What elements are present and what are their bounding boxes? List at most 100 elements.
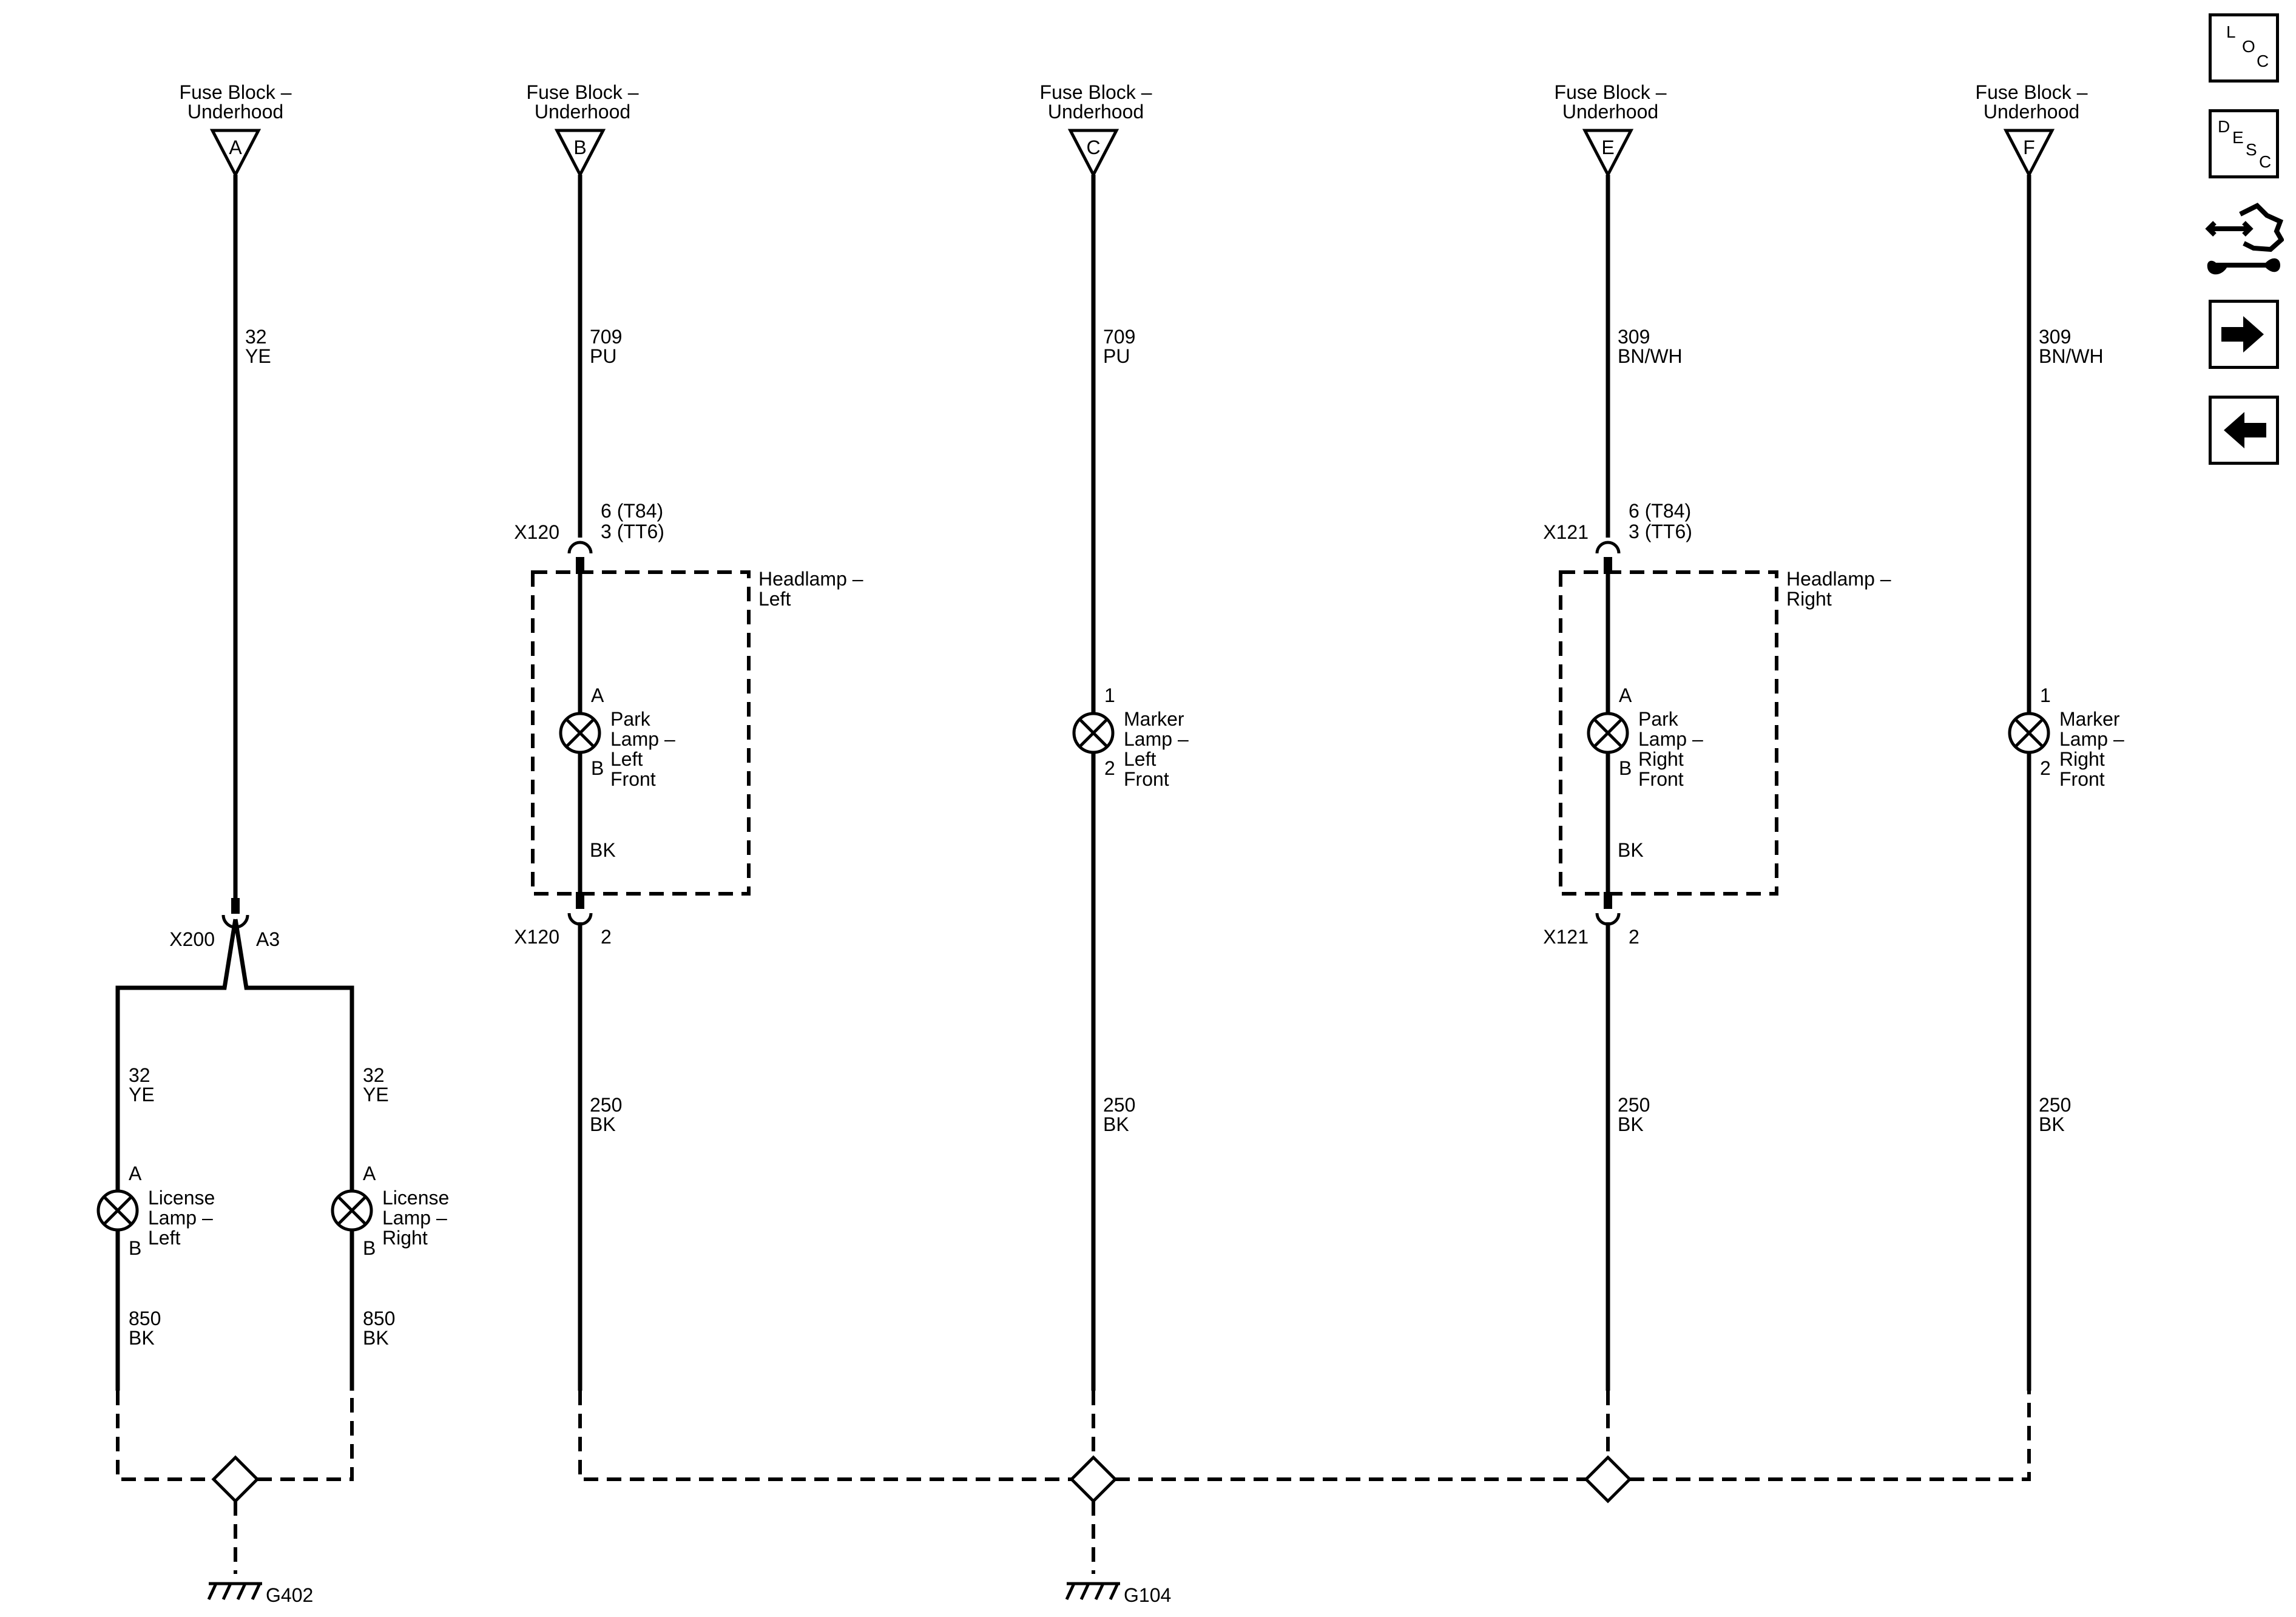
lamp-label-line2: Lamp – <box>148 1207 213 1229</box>
wire-b-inner-color: BK <box>590 839 616 861</box>
lamp-label-line2: Lamp – <box>1638 728 1703 750</box>
x120-top-label: X120 <box>514 521 559 543</box>
x200-pin-stub <box>231 898 240 914</box>
fuse-label-a-line2: Underhood <box>187 101 283 123</box>
ground-splice-e <box>1584 1455 1632 1504</box>
lamp-pin-top: 1 <box>2040 684 2051 706</box>
wire-a-top-circuit: 32 <box>245 326 267 348</box>
desc-letter-e: E <box>2232 128 2244 147</box>
lamp-pin-top: A <box>363 1163 376 1184</box>
lamp-label-line3: Right <box>2059 748 2105 770</box>
fuse-label-b-line2: Underhood <box>535 101 630 123</box>
fuse-terminal-a <box>209 129 262 178</box>
next-page-button[interactable] <box>2209 300 2279 369</box>
headlamp-right-module <box>1559 570 1778 896</box>
headlamp-right-label-line1: Headlamp – <box>1786 568 1891 590</box>
fuse-label-e-line1: Fuse Block – <box>1555 81 1667 103</box>
lamp-filament <box>2014 718 2044 748</box>
fuse-source-f: Fuse Block – Underhood F <box>1976 81 2088 178</box>
fuse-pin-e: E <box>1601 137 1614 158</box>
fuse-pin-a: A <box>229 137 242 158</box>
x200-label: X200 <box>169 928 215 950</box>
headlamp-left-module <box>531 570 751 896</box>
lamp-label-line1: Park <box>1638 708 1679 730</box>
fuse-label-f-line2: Underhood <box>1984 101 2079 123</box>
connector-wrench-button[interactable] <box>2203 197 2285 282</box>
x120-bot-pin-stub <box>576 892 584 909</box>
fuse-pin-c: C <box>1086 137 1100 158</box>
lamp-label-line3: Left <box>610 748 643 770</box>
lamp-label-line3: Left <box>1124 748 1156 770</box>
right-arrow-icon <box>2221 316 2264 353</box>
loc-letter-l: L <box>2226 22 2236 41</box>
lamp-label-line1: License <box>148 1187 215 1209</box>
wire-c-top-color: PU <box>1103 345 1130 367</box>
fuse-terminal-f <box>2003 129 2055 178</box>
headlamp-left-label-line1: Headlamp – <box>758 568 863 590</box>
left-arrow-icon <box>2224 412 2266 448</box>
x121-bot-pin-stub <box>1604 892 1612 909</box>
lamp-filament <box>566 718 595 748</box>
wire-c-bot-color: BK <box>1103 1113 1129 1135</box>
x121-top-connector <box>1595 541 1621 554</box>
lamp-pin-top: 1 <box>1104 684 1115 706</box>
wire-b-top-circuit: 709 <box>590 326 622 348</box>
wire-lic-right-bot-circuit: 850 <box>363 1308 395 1329</box>
x120-top-pin-stub <box>576 557 584 574</box>
circuit-b: 709 PU X120 6 (T84) 3 (TT6) Headlamp – L… <box>514 175 863 1391</box>
lamp-label-line1: Park <box>610 708 651 730</box>
desc-button[interactable]: D E S C <box>2209 109 2279 178</box>
x121-top-pin1: 6 (T84) <box>1629 500 1691 522</box>
circuit-f: 309 BN/WH 1 2 Marker Lamp – Right Front … <box>2008 175 2124 1391</box>
wire-lic-right-top-color: YE <box>363 1084 389 1106</box>
x120-top-pin1: 6 (T84) <box>601 500 663 522</box>
x121-top-pin-stub <box>1604 557 1612 574</box>
circuit-a: 32 YE X200 A3 32 YE 32 YE A B License La… <box>96 175 449 1606</box>
lamp-pin-bottom: 2 <box>1104 757 1115 779</box>
wire-e-top-color: BN/WH <box>1618 345 1683 367</box>
wire-e-bot-circuit: 250 <box>1618 1094 1650 1116</box>
ground-symbol-g402 <box>207 1582 262 1601</box>
x121-bot-label: X121 <box>1543 926 1589 948</box>
wire-lic-right-top-circuit: 32 <box>363 1064 385 1086</box>
desc-letter-s: S <box>2246 140 2257 159</box>
lamp-label-line4: Front <box>1124 768 1169 790</box>
prev-page-button[interactable] <box>2209 396 2279 465</box>
circuit-c: 709 PU 1 2 Marker Lamp – Left Front 250 … <box>1072 175 1189 1391</box>
park-lamp-right-front: A B Park Lamp – Right Front <box>1587 684 1703 790</box>
ground-splice-c <box>1069 1455 1118 1504</box>
lamp-filament <box>103 1196 132 1225</box>
wire-lic-left-bot-circuit: 850 <box>129 1308 161 1329</box>
wire-e-top-circuit: 309 <box>1618 326 1650 348</box>
wire-f-top-circuit: 309 <box>2039 326 2071 348</box>
x200-splice <box>115 919 354 1391</box>
lamp-pin-bottom: B <box>591 757 604 779</box>
wire-b-bot-circuit: 250 <box>590 1094 622 1116</box>
x120-top-pin2: 3 (TT6) <box>601 521 664 542</box>
loc-letter-c: C <box>2257 52 2269 70</box>
lamp-pin-bottom: B <box>1619 757 1632 779</box>
fuse-source-b: Fuse Block – Underhood B <box>527 81 639 178</box>
x121-bot-pin: 2 <box>1629 926 1639 948</box>
fuse-terminal-c <box>1067 129 1119 178</box>
headlamp-right-label-line2: Right <box>1786 588 1832 610</box>
fuse-label-c-line2: Underhood <box>1048 101 1144 123</box>
lamp-label-line1: Marker <box>1124 708 1184 730</box>
wire-c-bot-circuit: 250 <box>1103 1094 1135 1116</box>
fuse-terminal-e <box>1582 129 1634 178</box>
wire-a-top-color: YE <box>245 345 271 367</box>
wire-f-top-color: BN/WH <box>2039 345 2104 367</box>
lamp-label-line1: Marker <box>2059 708 2120 730</box>
fuse-label-f-line1: Fuse Block – <box>1976 81 2088 103</box>
lamp-label-line2: Lamp – <box>1124 728 1189 750</box>
wire-f-bot-circuit: 250 <box>2039 1094 2071 1116</box>
license-lamp-left: A B License Lamp – Left <box>96 1163 215 1259</box>
x120-bot-pin: 2 <box>601 926 612 948</box>
lamp-label-line2: Lamp – <box>2059 728 2124 750</box>
loc-button[interactable]: L O C <box>2209 13 2279 83</box>
fuse-source-c: Fuse Block – Underhood C <box>1040 81 1152 178</box>
ground-label-g402: G402 <box>266 1584 313 1606</box>
wire-lic-left-bot-color: BK <box>129 1327 155 1349</box>
ground-bus-dashed <box>578 1391 2031 1481</box>
